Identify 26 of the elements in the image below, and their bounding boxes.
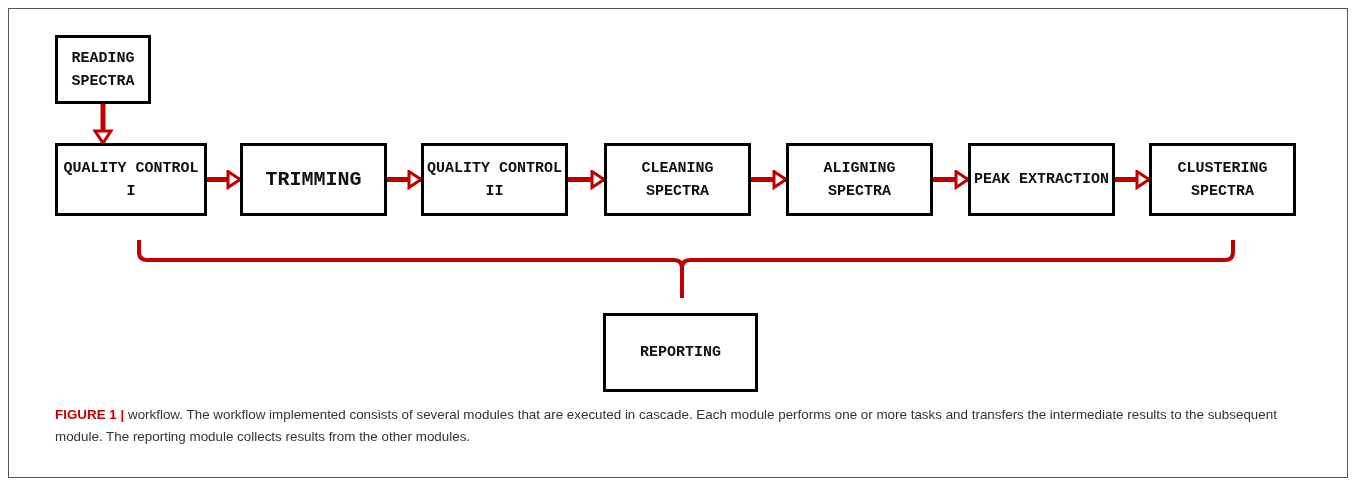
arrow [387,170,423,189]
box-label: QUALITY CONTROL I [62,158,200,202]
process-box [55,35,151,104]
arrow [933,170,970,189]
box-label: READING SPECTRA [70,48,136,92]
arrow [568,170,606,189]
process-box [421,143,568,216]
box-label: ALIGNING SPECTRA [822,158,897,202]
process-box [603,313,758,392]
process-box [604,143,751,216]
process-box [240,143,387,216]
process-box [55,143,207,216]
arrow [93,104,113,145]
box-label: PEAK EXTRACTION [974,170,1109,190]
figure-caption: FIGURE 1 | workflow. The workflow implemented consists of several modules that are executed in cascade. Each module performs one or more tasks and transfers the intermediate results to the subsequent module. The reporting module collects results from the other modules. [55,406,1278,446]
process-box [968,143,1115,216]
arrow [751,170,788,189]
box-label: CLEANING SPECTRA [640,158,715,202]
arrow [207,170,242,189]
box-label: QUALITY CONTROL II [426,158,563,202]
box-label: CLUSTERING SPECTRA [1176,158,1269,202]
box-label: TRIMMING [265,168,362,191]
box-label: REPORTING [640,343,721,363]
process-box [786,143,933,216]
arrow [1115,170,1151,189]
process-box [1149,143,1296,216]
